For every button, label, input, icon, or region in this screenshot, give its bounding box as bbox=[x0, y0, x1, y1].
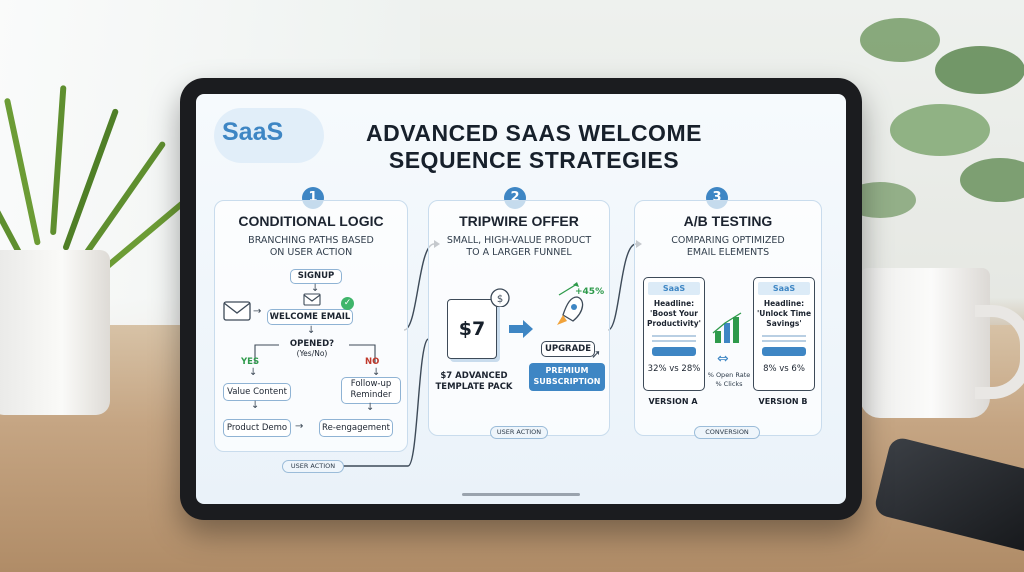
premium-line-1: PREMIUM bbox=[529, 365, 605, 376]
conversion-pill: CONVERSION bbox=[694, 426, 760, 439]
potted-plant-right bbox=[840, 0, 1024, 260]
version-b-label: VERSION B bbox=[753, 397, 813, 406]
panel1-title: CONDITIONAL LOGIC bbox=[215, 213, 407, 229]
product-line-1: $7 ADVANCED bbox=[435, 371, 513, 382]
version-b-head-2: 'Unlock Time bbox=[754, 309, 814, 319]
template-pack-card: $7 bbox=[447, 299, 497, 359]
money-bag-icon: $ bbox=[489, 285, 511, 307]
panel-tripwire-offer: TRIPWIRE OFFER SMALL, HIGH-VALUE PRODUCT… bbox=[428, 200, 610, 436]
metric-clicks: % Clicks bbox=[705, 380, 753, 389]
premium-subscription-badge: PREMIUM SUBSCRIPTION bbox=[529, 363, 605, 391]
panel1-subtitle-line-1: BRANCHING PATHS BASED bbox=[215, 235, 407, 247]
cta-button bbox=[652, 347, 696, 356]
premium-line-2: SUBSCRIPTION bbox=[529, 376, 605, 387]
version-b-card: SaaS Headline: 'Unlock Time Savings' 8% … bbox=[753, 277, 815, 391]
version-a-head-1: Headline: bbox=[644, 299, 704, 309]
arrow-down-icon: ↓ bbox=[251, 400, 259, 411]
panel1-subtitle: BRANCHING PATHS BASED ON USER ACTION bbox=[215, 235, 407, 259]
version-a-label: VERSION A bbox=[643, 397, 703, 406]
arrow-right-icon: → bbox=[253, 306, 261, 317]
text-line bbox=[652, 335, 696, 337]
panel3-subtitle-line-2: EMAIL ELEMENTS bbox=[635, 247, 821, 259]
rocket-icon bbox=[549, 291, 589, 335]
version-a-stat: 32% vs 28% bbox=[644, 364, 704, 374]
version-b-headline: Headline: 'Unlock Time Savings' bbox=[754, 299, 814, 329]
svg-text:$: $ bbox=[497, 294, 503, 305]
version-a-head-2: 'Boost Your bbox=[644, 309, 704, 319]
arrow-right-icon bbox=[507, 319, 535, 339]
home-indicator bbox=[462, 493, 580, 496]
arrow-right-icon: → bbox=[295, 421, 303, 432]
check-icon: ✓ bbox=[341, 297, 354, 310]
panel2-subtitle: SMALL, HIGH-VALUE PRODUCT TO A LARGER FU… bbox=[429, 235, 609, 259]
version-a-headline: Headline: 'Boost Your Productivity' bbox=[644, 299, 704, 329]
panel-conditional-logic: CONDITIONAL LOGIC BRANCHING PATHS BASED … bbox=[214, 200, 408, 452]
metric-open-rate: % Open Rate bbox=[705, 371, 753, 380]
text-line bbox=[762, 335, 806, 337]
text-line bbox=[762, 340, 806, 342]
product-line-2: TEMPLATE PACK bbox=[435, 382, 513, 393]
no-label: NO bbox=[365, 357, 379, 367]
user-action-pill: USER ACTION bbox=[282, 460, 344, 473]
signup-box: SIGNUP bbox=[290, 269, 342, 284]
panel-ab-testing: A/B TESTING COMPARING OPTIMIZED EMAIL EL… bbox=[634, 200, 822, 436]
cursor-icon: ➚ bbox=[591, 347, 601, 361]
arrow-down-icon: ↓ bbox=[249, 367, 257, 378]
branch-lines bbox=[245, 341, 385, 371]
compare-arrows-icon: ⇔ bbox=[717, 351, 729, 367]
value-content-box: Value Content bbox=[223, 383, 291, 401]
small-envelope-icon bbox=[303, 293, 321, 306]
welcome-email-box: WELCOME EMAIL bbox=[267, 309, 353, 325]
followup-line-2: Reminder bbox=[342, 390, 400, 401]
version-a-logo: SaaS bbox=[648, 282, 700, 295]
yes-label: YES bbox=[241, 357, 259, 367]
product-name: $7 ADVANCED TEMPLATE PACK bbox=[435, 371, 513, 393]
tablet-device: SaaS ADVANCED SAAS WELCOME SEQUENCE STRA… bbox=[180, 78, 862, 520]
upgrade-button[interactable]: UPGRADE bbox=[541, 341, 595, 357]
arrow-down-icon: ↓ bbox=[307, 325, 315, 336]
version-a-head-3: Productivity' bbox=[644, 319, 704, 329]
cta-button bbox=[762, 347, 806, 356]
panel1-subtitle-line-2: ON USER ACTION bbox=[215, 247, 407, 259]
version-b-logo: SaaS bbox=[758, 282, 810, 295]
panel2-title: TRIPWIRE OFFER bbox=[429, 213, 609, 229]
version-b-stat: 8% vs 6% bbox=[754, 364, 814, 374]
bar-chart-icon bbox=[711, 311, 747, 345]
mug-handle bbox=[975, 305, 1024, 399]
user-action-pill-2: USER ACTION bbox=[490, 426, 548, 439]
panel3-subtitle-line-1: COMPARING OPTIMIZED bbox=[635, 235, 821, 247]
tablet-screen: SaaS ADVANCED SAAS WELCOME SEQUENCE STRA… bbox=[196, 94, 846, 504]
panel3-title: A/B TESTING bbox=[635, 213, 821, 229]
panel3-subtitle: COMPARING OPTIMIZED EMAIL ELEMENTS bbox=[635, 235, 821, 259]
reengagement-box: Re-engagement bbox=[319, 419, 393, 437]
arrow-down-icon: ↓ bbox=[366, 402, 374, 413]
coffee-mug bbox=[860, 268, 990, 418]
text-line bbox=[652, 340, 696, 342]
followup-reminder-box: Follow-up Reminder bbox=[341, 377, 401, 404]
followup-line-1: Follow-up bbox=[342, 379, 400, 390]
product-demo-box: Product Demo bbox=[223, 419, 291, 437]
panel2-subtitle-line-1: SMALL, HIGH-VALUE PRODUCT bbox=[429, 235, 609, 247]
growth-arrow-icon bbox=[557, 281, 581, 297]
panel2-subtitle-line-2: TO A LARGER FUNNEL bbox=[429, 247, 609, 259]
version-a-card: SaaS Headline: 'Boost Your Productivity'… bbox=[643, 277, 705, 391]
metrics-labels: % Open Rate % Clicks bbox=[705, 371, 753, 389]
version-b-head-3: Savings' bbox=[754, 319, 814, 329]
envelope-icon bbox=[223, 299, 251, 321]
version-b-head-1: Headline: bbox=[754, 299, 814, 309]
